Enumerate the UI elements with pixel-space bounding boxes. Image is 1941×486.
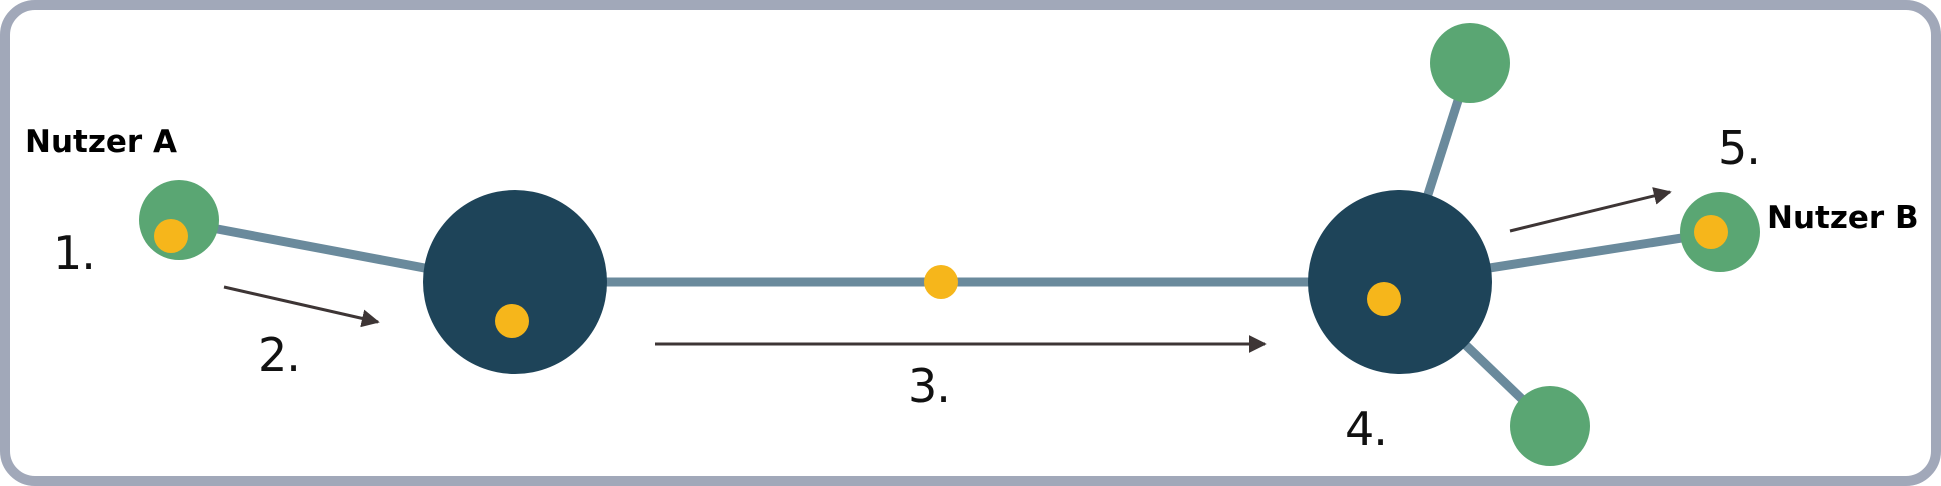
step-label-3: 3. [908,359,950,413]
message-packet-hub-right [1367,282,1401,316]
step-label-5: 5. [1718,121,1760,175]
hub-node-right [1308,190,1492,374]
step-label-1: 1. [53,226,95,280]
message-packet-in-transit [924,265,958,299]
peer-node-bottom [1510,386,1590,466]
peer-node-top [1430,23,1510,103]
direction-arrows [223,187,1672,353]
user-b-label: Nutzer B [1767,200,1919,236]
message-packet-hub-left [495,304,529,338]
user-a-label: Nutzer A [25,124,177,160]
step-label-2: 2. [258,328,300,382]
arrow-step-2 [223,285,380,328]
step-label-4: 4. [1345,402,1387,456]
arrow-step-5 [1509,187,1672,233]
hub-node-left [423,190,607,374]
message-packet-user-b [1694,215,1728,249]
message-packet-user-a [154,219,188,253]
